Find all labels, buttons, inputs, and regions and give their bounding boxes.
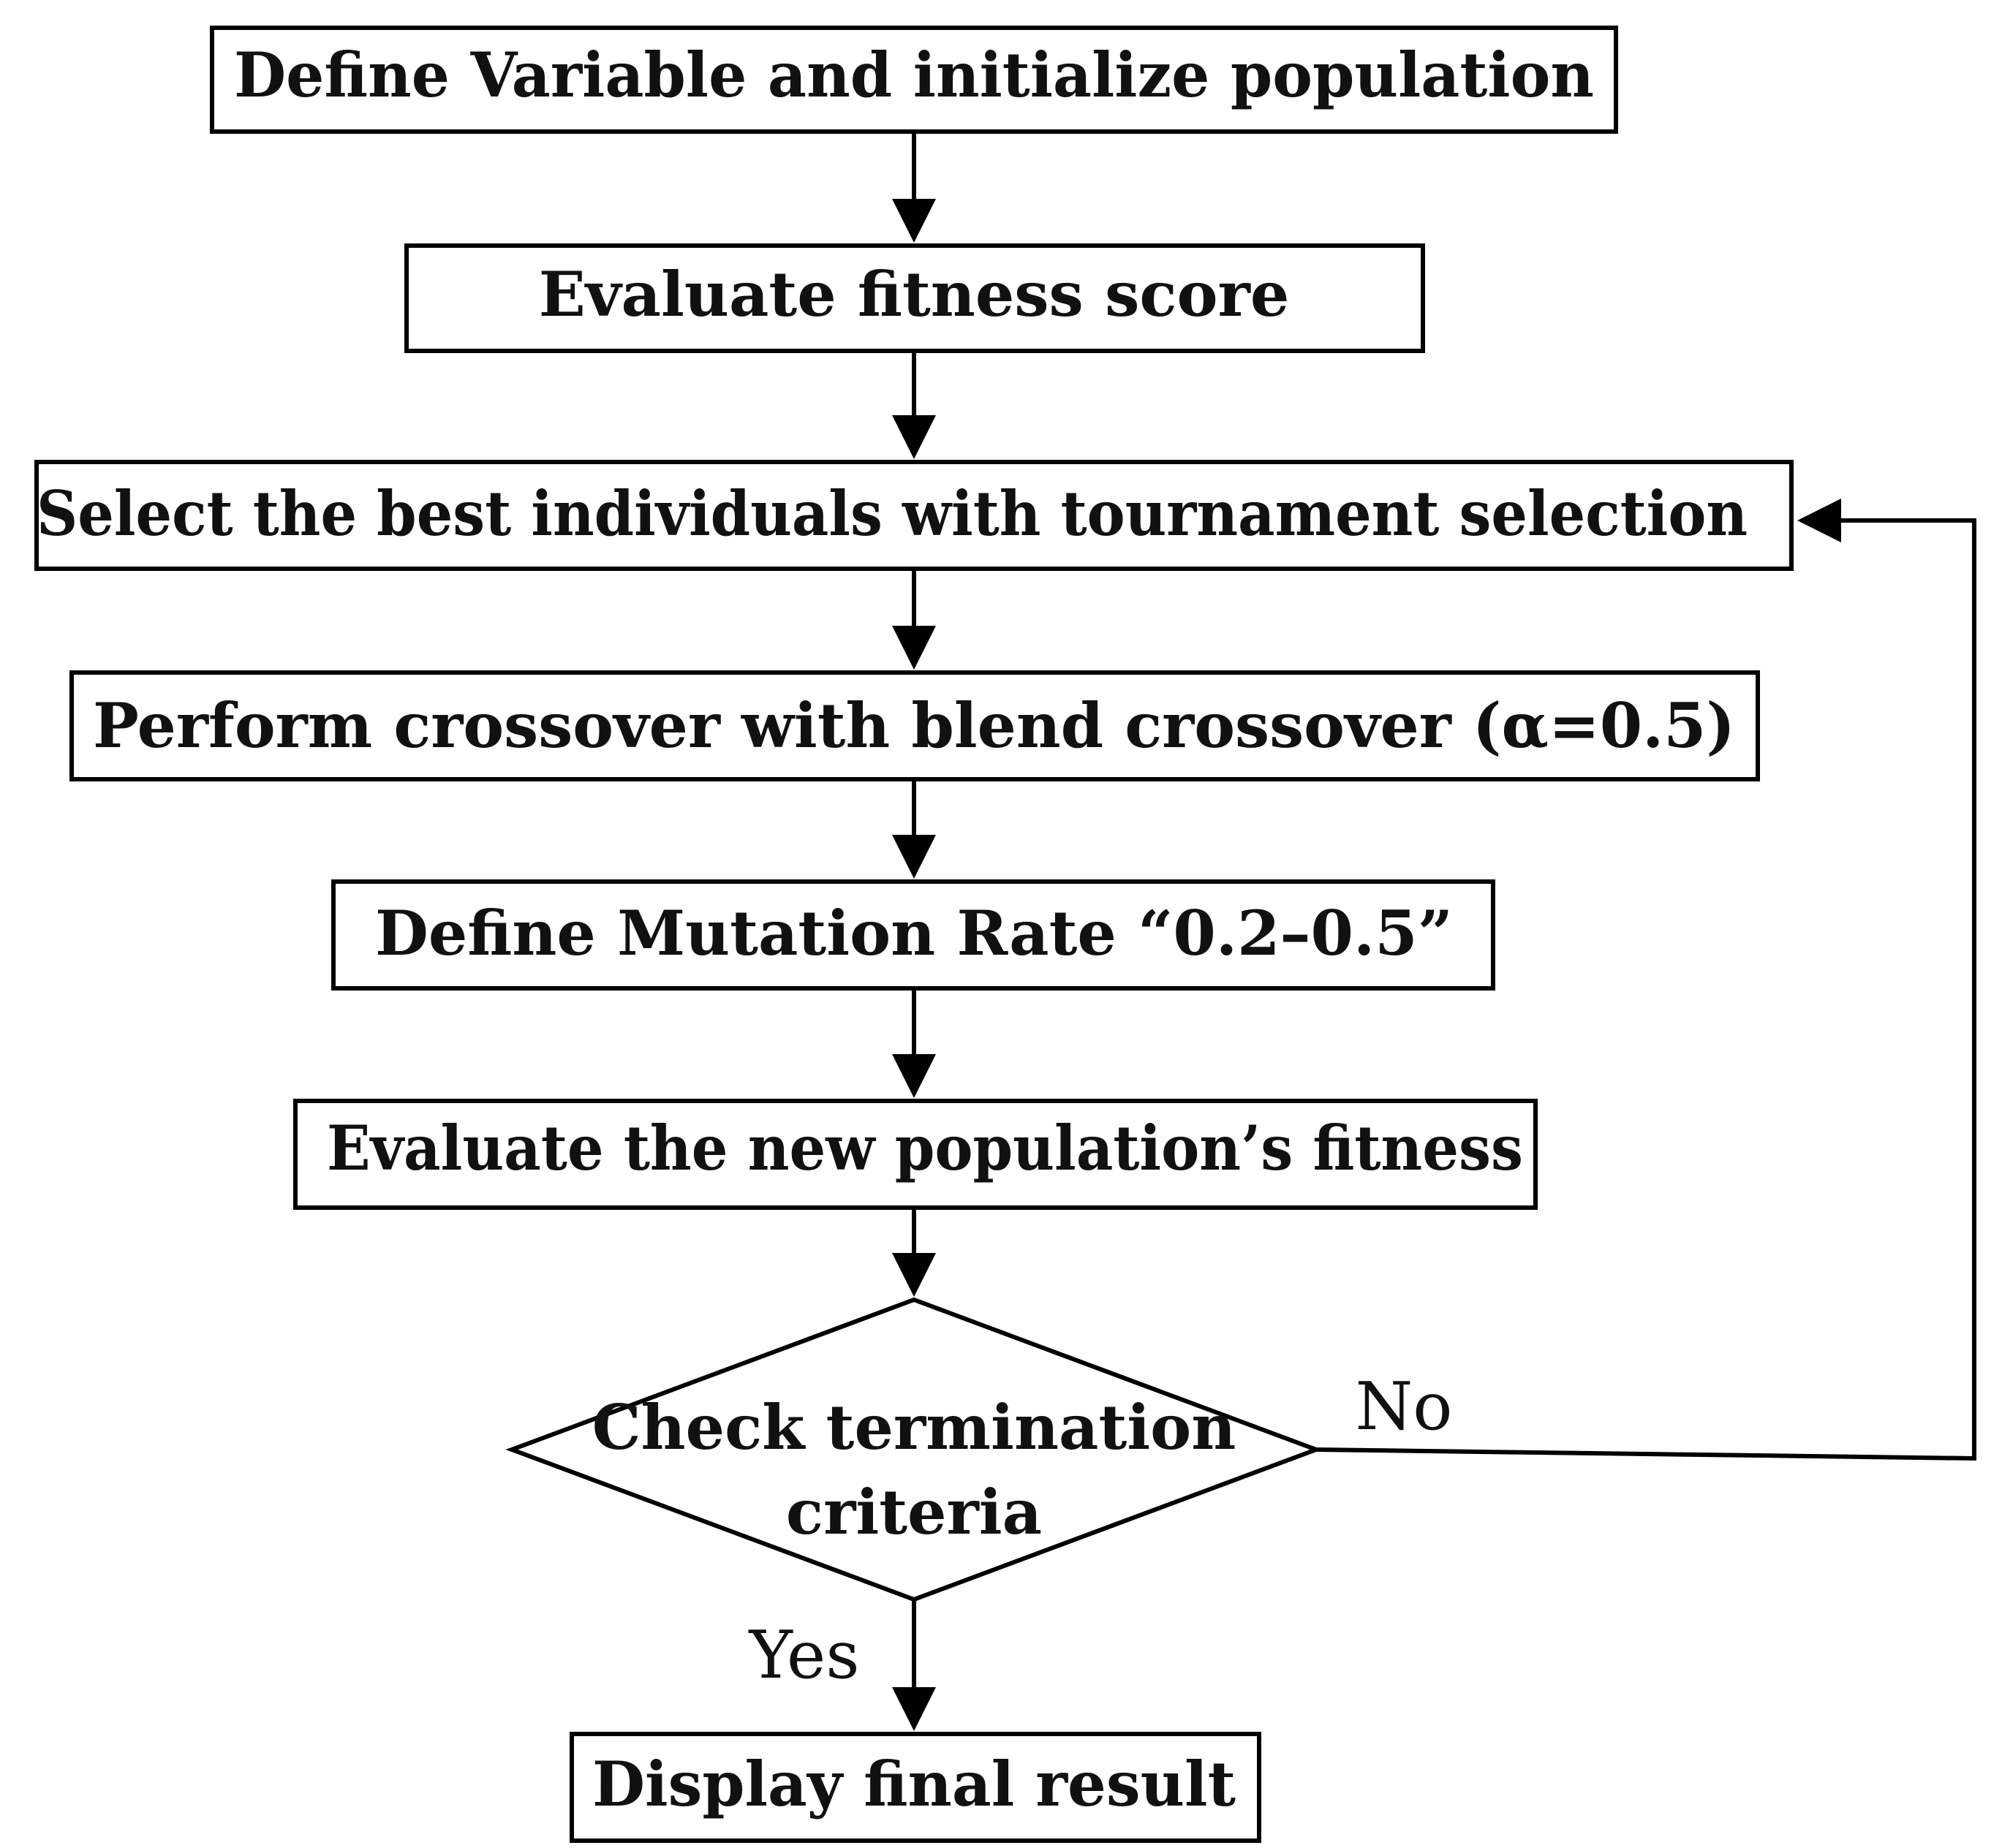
- node-select-box: [34, 460, 1794, 571]
- node-mutation: Define Mutation Rate “0.2–0.5”: [331, 879, 1495, 991]
- node-init-box: [210, 26, 1618, 134]
- node-crossover: Perform crossover with blend crossover (…: [69, 670, 1760, 781]
- node-result-label: Display final result: [592, 1748, 1236, 1820]
- node-evaluate: Evaluate fitness score: [404, 243, 1425, 353]
- node-check-termination: Check termination criteria: [505, 1297, 1323, 1602]
- node-init-label: Define Variable and initialize populatio…: [234, 39, 1594, 111]
- node-evaluate-new-label: Evaluate the new population’s fitness: [327, 1112, 1523, 1184]
- edge-label-no: No: [1356, 1368, 1453, 1445]
- node-select-label: Select the best individuals with tournam…: [37, 477, 1748, 550]
- node-mutation-box: [331, 879, 1495, 991]
- decision-label-line1: Check termination: [592, 1391, 1236, 1463]
- decision-label-line2: criteria: [786, 1476, 1042, 1548]
- node-evaluate-new: Evaluate the new population’s fitness: [293, 1099, 1538, 1210]
- node-result: Display final result: [570, 1732, 1261, 1843]
- arrow-no-loop-to-select: [1315, 499, 1976, 1461]
- edge-label-yes: Yes: [747, 1617, 859, 1694]
- node-evaluate-label: Evaluate fitness score: [539, 258, 1290, 330]
- node-select: Select the best individuals with tournam…: [34, 460, 1794, 571]
- node-init: Define Variable and initialize populatio…: [210, 26, 1618, 134]
- node-evaluate-box: [404, 243, 1425, 353]
- node-mutation-label: Define Mutation Rate “0.2–0.5”: [375, 897, 1453, 969]
- node-evaluate-new-box: [293, 1099, 1538, 1210]
- node-crossover-label: Perform crossover with blend crossover (…: [93, 689, 1735, 762]
- node-result-box: [570, 1732, 1261, 1843]
